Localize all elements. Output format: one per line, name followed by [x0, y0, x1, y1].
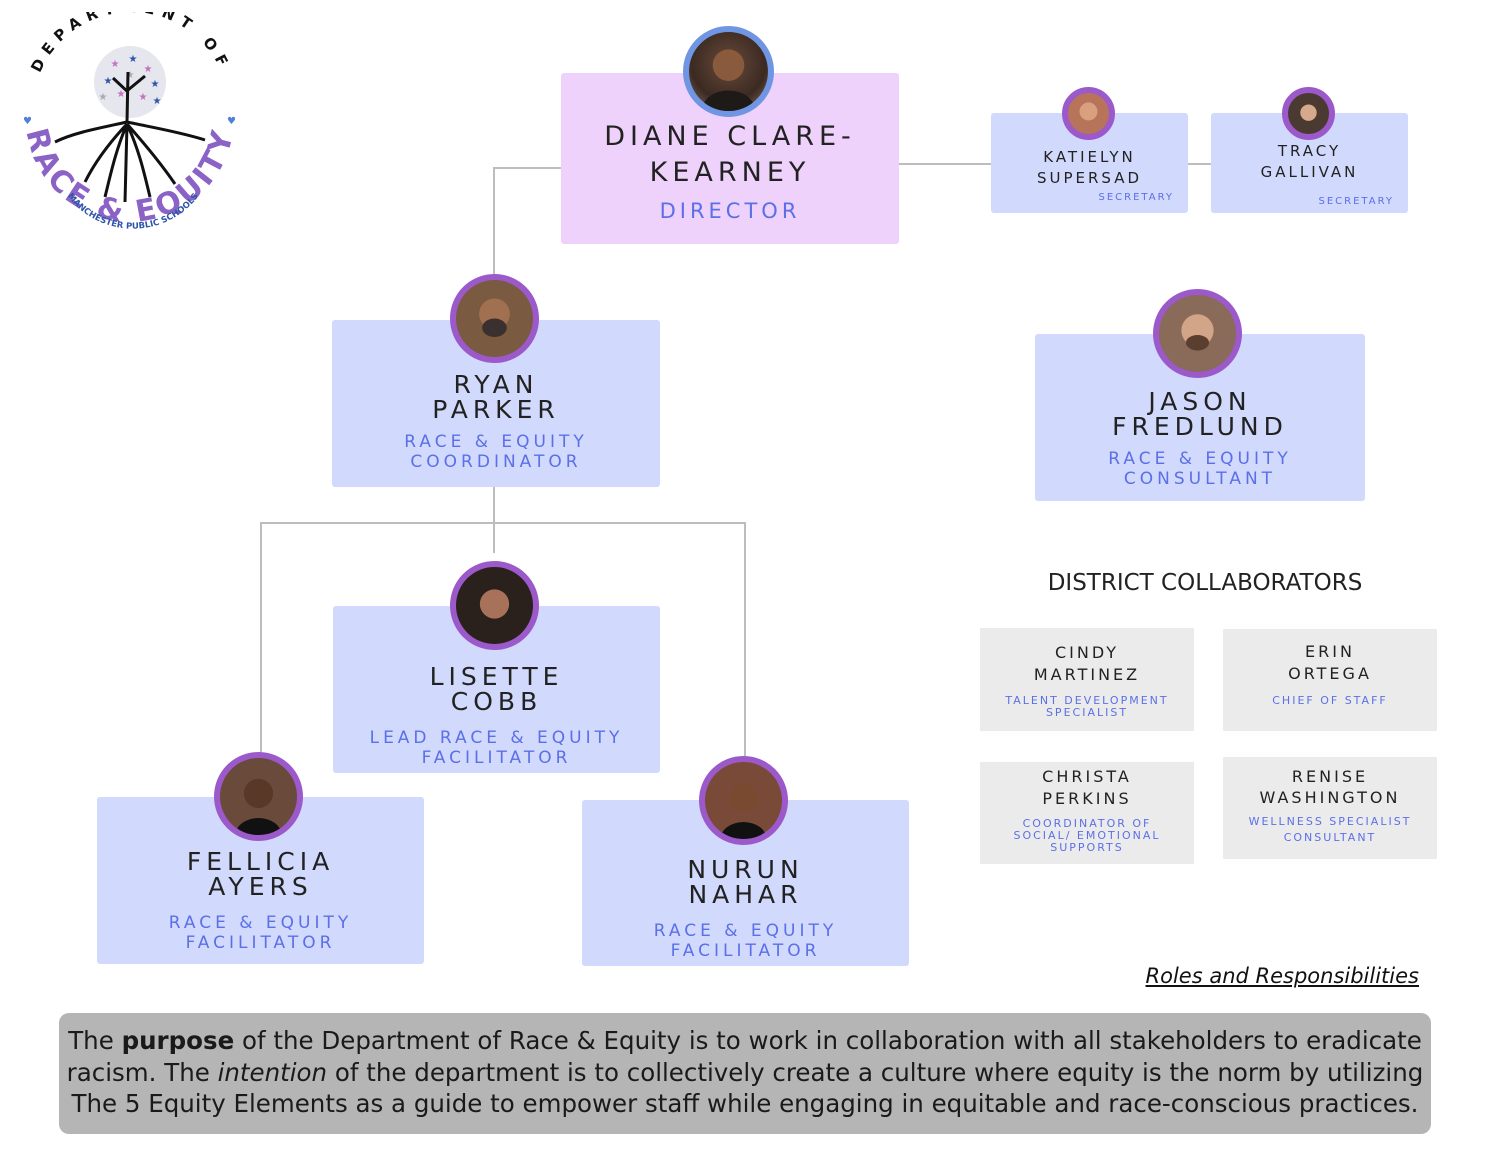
- name-line: Cobb: [450, 687, 543, 716]
- secretary-title: Secretary: [1098, 192, 1174, 203]
- title-line: Specialist: [1045, 706, 1129, 719]
- purpose-bold: purpose: [121, 1026, 235, 1055]
- svg-text:★: ★: [99, 92, 108, 103]
- secretary-title: Secretary: [1318, 196, 1394, 207]
- name-line: Christa: [1042, 767, 1132, 786]
- logo-main-text: RACE & EQUITY: [18, 125, 238, 231]
- svg-text:★: ★: [139, 92, 148, 103]
- collaborator-card: Cindy Martinez Talent Development Specia…: [980, 628, 1194, 731]
- heart-icon: ♥: [227, 116, 236, 127]
- title-line: Facilitator: [185, 933, 336, 953]
- facilitator-avatar: [214, 752, 303, 841]
- title-line: Race & Equity: [1108, 449, 1292, 469]
- name-line: Martinez: [1033, 665, 1141, 684]
- facilitator-avatar: [699, 756, 788, 845]
- collaborator-card: Christa Perkins Coordinator of Social/ E…: [980, 762, 1194, 864]
- svg-text:★: ★: [151, 79, 160, 90]
- consultant-avatar: [1153, 289, 1242, 378]
- coordinator-avatar: [450, 274, 539, 363]
- purpose-statement: The purpose of the Department of Race & …: [59, 1013, 1431, 1134]
- collaborators-heading: DISTRICT COLLABORATORS: [1047, 570, 1363, 596]
- director-title: Director: [659, 199, 801, 223]
- name-line: Cindy: [1054, 643, 1120, 662]
- connector-line: [493, 487, 495, 553]
- name-line: Katielyn: [1043, 148, 1136, 166]
- connector-line: [493, 167, 495, 320]
- name-line: Erin: [1305, 642, 1355, 661]
- title-line: Talent Development: [1005, 694, 1169, 707]
- svg-text:★: ★: [153, 96, 162, 107]
- secretary-avatar: [1282, 87, 1335, 140]
- name-line: Perkins: [1042, 789, 1132, 808]
- title-line: Social/ Emotional: [1013, 829, 1161, 842]
- svg-text:★: ★: [126, 70, 135, 81]
- svg-text:RACE & EQUITY: RACE & EQUITY: [18, 125, 241, 231]
- tree-icon: ★★ ★★ ★★ ★★ ★★: [54, 46, 206, 203]
- title-line: Race & Equity: [653, 921, 838, 941]
- svg-text:★: ★: [144, 64, 153, 75]
- purpose-text: The: [68, 1026, 122, 1055]
- secretary-avatar: [1062, 87, 1115, 140]
- name-line: Fredlund: [1112, 412, 1288, 441]
- name-line: Supersad: [1036, 169, 1143, 187]
- title-line: Supports: [1050, 841, 1124, 854]
- name-line: Ryan: [453, 370, 539, 399]
- name-line: Jason: [1148, 387, 1252, 416]
- svg-text:★: ★: [129, 54, 138, 65]
- collaborator-card: Erin Ortega Chief of Staff: [1223, 629, 1437, 731]
- director-name: Diane Clare- Kearney: [561, 119, 899, 191]
- purpose-text: of the department is to collectively cre…: [71, 1057, 1424, 1119]
- name-line: Lisette: [429, 662, 564, 691]
- heart-icon: ♥: [23, 116, 32, 127]
- svg-text:★: ★: [111, 59, 120, 70]
- connector-line: [744, 522, 746, 762]
- connector-line: [260, 522, 746, 524]
- connector-line: [899, 163, 991, 165]
- title-line: Wellness Specialist: [1248, 815, 1412, 828]
- department-logo: DEPARTMENT OF RACE & EQUITY MANCHESTER P…: [15, 0, 245, 248]
- connector-line: [260, 522, 262, 762]
- title-line: Consultant: [1283, 831, 1377, 844]
- name-line: Washington: [1259, 788, 1401, 807]
- name-line: Ortega: [1288, 664, 1372, 683]
- title-line: Chief of Staff: [1272, 694, 1388, 707]
- connector-line: [494, 167, 561, 169]
- svg-text:★: ★: [117, 89, 126, 100]
- connector-line: [1188, 163, 1211, 165]
- name-line: Tracy: [1277, 142, 1342, 160]
- roles-and-responsibilities-link[interactable]: Roles and Responsibilities: [1145, 964, 1419, 988]
- lead-facilitator-avatar: [450, 561, 539, 650]
- title-line: Lead Race & Equity: [369, 728, 624, 748]
- name-line: Gallivan: [1260, 163, 1359, 181]
- title-line: Coordinator of: [1022, 817, 1152, 830]
- purpose-italic: intention: [217, 1057, 328, 1087]
- title-line: Facilitator: [421, 748, 572, 768]
- title-line: Race & Equity: [404, 432, 588, 452]
- svg-text:★: ★: [104, 76, 113, 87]
- director-avatar: [683, 26, 774, 117]
- name-line: Ayers: [208, 872, 313, 901]
- purpose-text: of the Department of Race & Equity is to…: [66, 1026, 1422, 1087]
- name-line: Renise: [1291, 767, 1369, 786]
- secretary-card: Tracy Gallivan Secretary: [1211, 113, 1408, 213]
- name-line: Diane Clare-: [604, 121, 856, 152]
- title-line: Coordinator: [410, 452, 582, 472]
- name-line: Fellicia: [186, 847, 335, 876]
- title-line: Race & Equity: [168, 913, 353, 933]
- collaborator-card: Renise Washington Wellness Specialist Co…: [1223, 757, 1437, 859]
- name-line: Nurun: [687, 855, 804, 884]
- name-line: Parker: [432, 395, 560, 424]
- name-line: Kearney: [649, 157, 811, 188]
- title-line: Consultant: [1123, 469, 1277, 489]
- name-line: Nahar: [688, 880, 803, 909]
- title-line: Facilitator: [670, 941, 821, 961]
